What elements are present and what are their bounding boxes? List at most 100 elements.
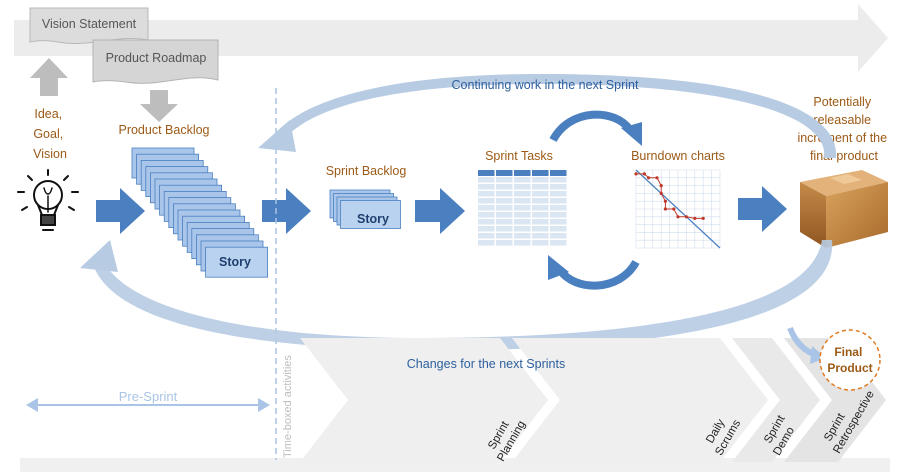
final-product-line-1: Final: [834, 345, 862, 359]
task-header-cell: [550, 170, 567, 176]
pre-sprint-label: Pre-Sprint: [119, 389, 178, 404]
task-cell: [514, 177, 531, 183]
task-cell: [550, 226, 567, 232]
idea-line-3: Vision: [33, 147, 67, 161]
task-cell: [496, 205, 513, 211]
task-cell: [532, 177, 549, 183]
sprint-card: [340, 200, 401, 229]
burndown-chart: [634, 169, 721, 249]
light-bulb-icon: [17, 169, 79, 231]
roadmap-down-arrow: [140, 90, 178, 122]
increment-line-1: Potentially: [813, 95, 871, 109]
pre-sprint-left-head: [26, 398, 38, 412]
task-cell: [532, 212, 549, 218]
task-cell: [532, 233, 549, 239]
task-cell: [514, 184, 531, 190]
task-cell: [496, 191, 513, 197]
vision-up-arrow: [30, 58, 68, 96]
task-cell: [550, 198, 567, 204]
backlog-card: [205, 246, 269, 278]
final-product-label: Final Product: [827, 345, 872, 375]
burndown-title: Burndown charts: [631, 149, 725, 163]
continuing-work-cycle-head: [258, 120, 296, 152]
task-cell: [532, 219, 549, 225]
cycle-arrow-top: [549, 110, 634, 143]
task-cell: [550, 177, 567, 183]
task-cell: [496, 212, 513, 218]
task-cell: [478, 212, 495, 218]
burndown-point: [701, 216, 705, 220]
task-cell: [514, 205, 531, 211]
vision-statement-label: Vision Statement: [42, 17, 137, 31]
task-cell: [532, 240, 549, 246]
task-cell: [550, 240, 567, 246]
changes-label: Changes for the next Sprints: [407, 357, 565, 371]
task-cell: [532, 205, 549, 211]
product-box-icon: [800, 170, 888, 248]
task-cell: [478, 233, 495, 239]
arrow-burndown-to-increment: [738, 186, 787, 232]
burndown-ideal-line: [635, 169, 721, 249]
task-cell: [478, 205, 495, 211]
sprint-backlog-story: Story: [357, 212, 389, 226]
cycle-arrow-bottom-head: [548, 255, 569, 280]
final-product-circle: [819, 329, 881, 391]
task-cell: [496, 184, 513, 190]
task-cell: [514, 212, 531, 218]
task-cell: [496, 233, 513, 239]
product-backlog-stack: [131, 147, 269, 278]
idea-line-2: Goal,: [33, 127, 63, 141]
task-cell: [514, 191, 531, 197]
product-backlog-title: Product Backlog: [118, 123, 209, 137]
task-cell: [514, 240, 531, 246]
task-cell: [496, 198, 513, 204]
continuing-work-label: Continuing work in the next Sprint: [452, 78, 639, 92]
changes-cycle-head: [80, 240, 118, 272]
pre-sprint-right-head: [258, 398, 270, 412]
task-cell: [532, 191, 549, 197]
increment-line-4: final product: [810, 149, 879, 163]
task-cell: [514, 198, 531, 204]
task-cell: [532, 198, 549, 204]
top-timeline-arrow: [14, 4, 888, 72]
task-cell: [496, 226, 513, 232]
sprint-tasks-title: Sprint Tasks: [485, 149, 553, 163]
task-cell: [496, 177, 513, 183]
arrow-sprint-to-tasks: [415, 188, 465, 234]
arrow-idea-to-backlog: [96, 188, 145, 234]
product-roadmap-label: Product Roadmap: [106, 51, 207, 65]
task-cell: [478, 226, 495, 232]
idea-line-1: Idea,: [34, 107, 62, 121]
sprint-backlog-stack: [329, 189, 401, 229]
task-cell: [550, 219, 567, 225]
cycle-arrow-top-head: [621, 122, 642, 146]
arrow-backlog-to-sprint: [262, 188, 311, 234]
task-header-cell: [496, 170, 513, 176]
product-backlog-story: Story: [219, 255, 251, 269]
task-cell: [532, 226, 549, 232]
task-cell: [550, 205, 567, 211]
burndown-actual-line: [636, 173, 704, 219]
task-cell: [550, 212, 567, 218]
task-cell: [478, 219, 495, 225]
task-cell: [496, 219, 513, 225]
product-roadmap-doc: Product Roadmap: [92, 39, 219, 84]
task-header-cell: [478, 170, 495, 176]
idea-text: Idea, Goal, Vision: [33, 107, 67, 161]
sprint-tasks-table: [478, 170, 567, 246]
phase-demo: [732, 338, 820, 462]
task-cell: [478, 191, 495, 197]
task-cell: [478, 198, 495, 204]
task-cell: [550, 233, 567, 239]
vision-statement-doc: Vision Statement: [29, 7, 149, 45]
task-cell: [550, 184, 567, 190]
increment-line-3: increment of the: [797, 131, 887, 145]
phase-planning: [300, 338, 548, 462]
phase-daily-scrums: [512, 338, 768, 462]
task-cell: [514, 226, 531, 232]
task-header-cell: [532, 170, 549, 176]
task-cell: [478, 177, 495, 183]
task-cell: [496, 240, 513, 246]
increment-line-2: releasable: [813, 113, 871, 127]
